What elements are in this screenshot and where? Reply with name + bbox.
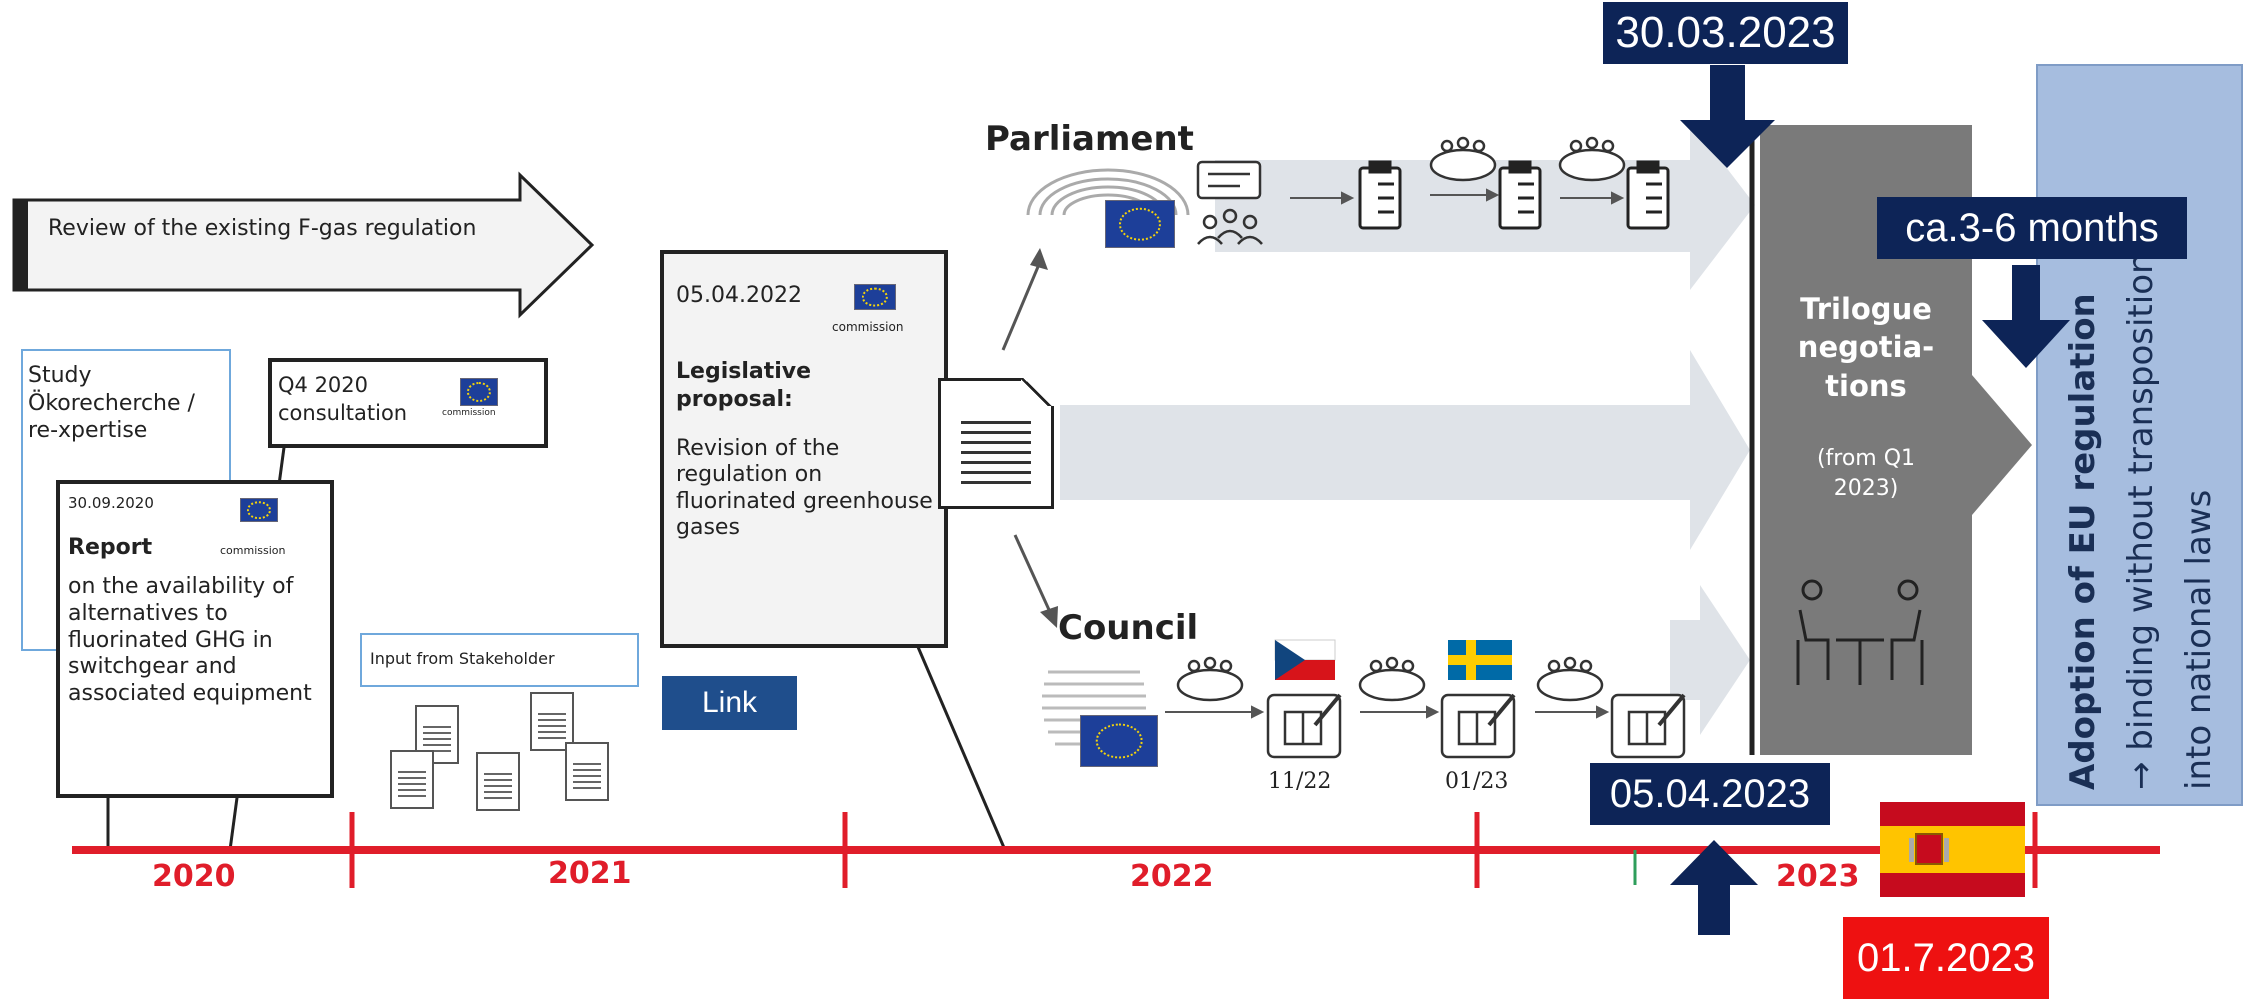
report-org: commission — [220, 544, 286, 557]
document-icon — [565, 742, 609, 801]
adoption-box — [2036, 64, 2243, 806]
document-icon — [476, 752, 520, 811]
timeline-ticks — [349, 812, 2038, 888]
trilogue-title: Trilogue negotia-tions — [1797, 292, 1935, 403]
meeting-table-icon — [1558, 136, 1626, 182]
proposal-org: commission — [832, 320, 904, 334]
draft-plan-icon — [1610, 693, 1686, 759]
adoption-line-3: into national laws — [2179, 489, 2219, 790]
commission-flow-arrow — [1060, 350, 1750, 550]
year-label-2022: 2022 — [1130, 859, 1214, 894]
meeting-table-icon — [1429, 136, 1497, 182]
adoption-text: Adoption of EU regulation → binding with… — [2054, 60, 2244, 790]
report-body: on the availability of alternatives to f… — [68, 574, 312, 707]
meeting-table-icon — [1358, 656, 1426, 702]
proposal-title: Legislative proposal: — [676, 359, 812, 412]
czech-flag-icon — [1274, 639, 1336, 680]
meeting-table-icon — [1176, 656, 1244, 702]
trilogue-subtitle: (from Q1 2023) — [1816, 446, 1916, 501]
year-label-2023: 2023 — [1776, 859, 1860, 894]
eu-flag-icon — [854, 284, 896, 310]
meeting-table-icon — [1536, 656, 1604, 702]
parliament-title: Parliament — [985, 119, 1194, 159]
trilogue-arrow — [1972, 375, 2032, 515]
negotiation-icon — [1796, 579, 1924, 685]
proposal-body: Revision of the regulation on fluorinate… — [676, 436, 933, 541]
callout-months: ca.3-6 months — [1877, 197, 2187, 259]
eu-flag-icon — [240, 498, 278, 522]
consultation-org: commission — [442, 408, 496, 418]
study-box-label: Study Ökorecherche / re-xpertise — [28, 363, 195, 443]
arrow-down-icon — [1680, 65, 1775, 168]
to-parliament-arrow — [1001, 261, 1042, 351]
parliament-step-arrows — [1290, 188, 1625, 205]
consultation-date: Q4 2020 — [278, 373, 369, 397]
eu-flag-icon — [1105, 200, 1175, 248]
adoption-line-2: → binding without transposition — [2121, 252, 2161, 790]
document-icon — [530, 692, 574, 751]
council-title: Council — [1058, 608, 1199, 648]
checklist-icon — [1626, 160, 1670, 230]
council-date-1: 11/22 — [1268, 769, 1332, 794]
callout-spain-date: 01.7.2023 — [1843, 917, 2049, 999]
year-label-2020: 2020 — [152, 859, 236, 894]
callout-top-date: 30.03.2023 — [1603, 2, 1848, 64]
callout-bottom-date: 05.04.2023 — [1590, 763, 1830, 825]
proposal-connector — [913, 639, 1007, 851]
arrow-up-icon — [1670, 840, 1758, 935]
council-date-2: 01/23 — [1445, 769, 1509, 794]
consultation-text: consultation — [278, 401, 408, 425]
council-step-arrows — [1165, 705, 1610, 719]
sweden-flag-icon — [1448, 640, 1512, 680]
consultation-box: Q4 2020 consultation commission — [268, 358, 548, 448]
review-arrow-shape — [12, 171, 595, 319]
spain-flag-icon — [1880, 802, 2025, 897]
adoption-title: Adoption of EU regulation — [2063, 293, 2103, 790]
report-date: 30.09.2020 — [68, 494, 154, 512]
document-icon — [938, 378, 1054, 509]
stakeholder-label: Input from Stakeholder — [370, 649, 555, 668]
review-arrow-tail — [14, 200, 28, 290]
proposal-box: 05.04.2022 commission Legislative propos… — [660, 250, 948, 648]
link-button[interactable]: Link — [662, 676, 797, 730]
draft-plan-icon — [1440, 693, 1516, 759]
report-box: 30.09.2020 Report commission on the avai… — [56, 480, 334, 798]
stakeholder-box: Input from Stakeholder — [360, 633, 639, 687]
council-flow-arrow — [1670, 585, 1750, 735]
speech-bubble-icon — [1196, 160, 1262, 200]
report-title: Report — [68, 535, 153, 560]
checklist-icon — [1358, 160, 1402, 230]
proposal-date: 05.04.2022 — [676, 283, 802, 308]
eu-flag-icon — [460, 378, 498, 406]
document-icon — [390, 750, 434, 809]
arrow-down-icon — [1982, 265, 2070, 368]
year-label-2021: 2021 — [548, 856, 632, 891]
people-icon — [1197, 208, 1263, 245]
eu-flag-icon — [1080, 715, 1158, 767]
draft-plan-icon — [1266, 693, 1342, 759]
checklist-icon — [1498, 160, 1542, 230]
to-council-arrow — [1013, 534, 1052, 613]
review-arrow-label: Review of the existing F-gas regulation — [48, 216, 477, 241]
